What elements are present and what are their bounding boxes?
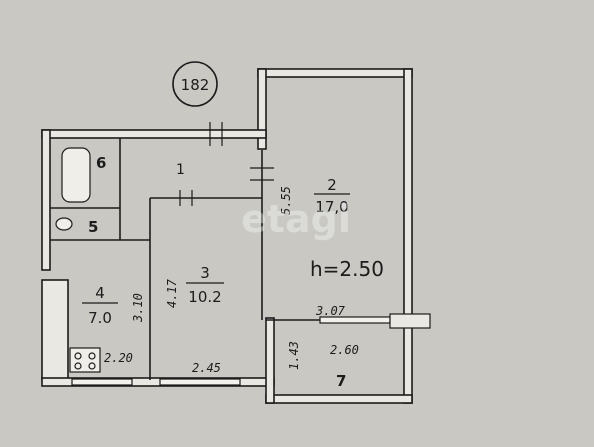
room-7-number: 7: [336, 372, 346, 390]
stove-icon: [69, 347, 101, 373]
dimension-label: 3.10: [131, 293, 145, 323]
window-kitchen: [71, 378, 133, 386]
room-4-area: 7.0: [88, 309, 112, 327]
dimension-label: 4.17: [165, 278, 179, 308]
dimension-label: 2.20: [104, 351, 133, 365]
wall-left-bath: [41, 129, 51, 271]
room-6-number: 6: [96, 154, 106, 172]
dimension-label: 5.55: [279, 186, 293, 215]
ceiling-height: h=2.50: [310, 257, 384, 281]
window-room3: [159, 378, 241, 386]
outer-walls: [41, 68, 413, 404]
room-5-number: 5: [88, 218, 98, 236]
fixtures: [55, 147, 101, 373]
bathtub-icon: [61, 147, 91, 203]
wall-stub-balcony: [389, 313, 431, 329]
stove-burner-icon: [88, 362, 96, 370]
door-marks: [179, 122, 274, 206]
building-number-circle: [172, 61, 218, 107]
room-2-number: 2: [327, 176, 337, 194]
room-1-number: 1: [176, 162, 185, 178]
wall-left-upper-room2: [257, 68, 267, 150]
room-3-number: 3: [200, 264, 210, 282]
wall-room7-left: [265, 317, 275, 404]
room-4-number: 4: [95, 284, 105, 302]
stove-burner-icon: [74, 352, 82, 360]
stove-burner-icon: [74, 362, 82, 370]
wall-top-left: [41, 129, 267, 139]
windows: [71, 313, 431, 386]
interior-walls: [50, 138, 410, 380]
wall-left-lower: [41, 279, 69, 381]
watermark-text: etagi: [241, 197, 351, 241]
dimension-label: 3.07: [315, 304, 346, 318]
dimension-label: 2.45: [192, 361, 221, 375]
stove-burner-icon: [88, 352, 96, 360]
room-3-area: 10.2: [188, 288, 221, 306]
wall-right: [403, 68, 413, 404]
dimension-label: 1.43: [287, 341, 301, 370]
dimension-label: 2.60: [330, 343, 359, 357]
wall-top-right: [257, 68, 413, 78]
room-2-area: 17,0: [315, 198, 348, 216]
toilet-icon: [55, 217, 73, 231]
building-number: 182: [181, 76, 210, 94]
wall-bottom-right: [265, 394, 413, 404]
